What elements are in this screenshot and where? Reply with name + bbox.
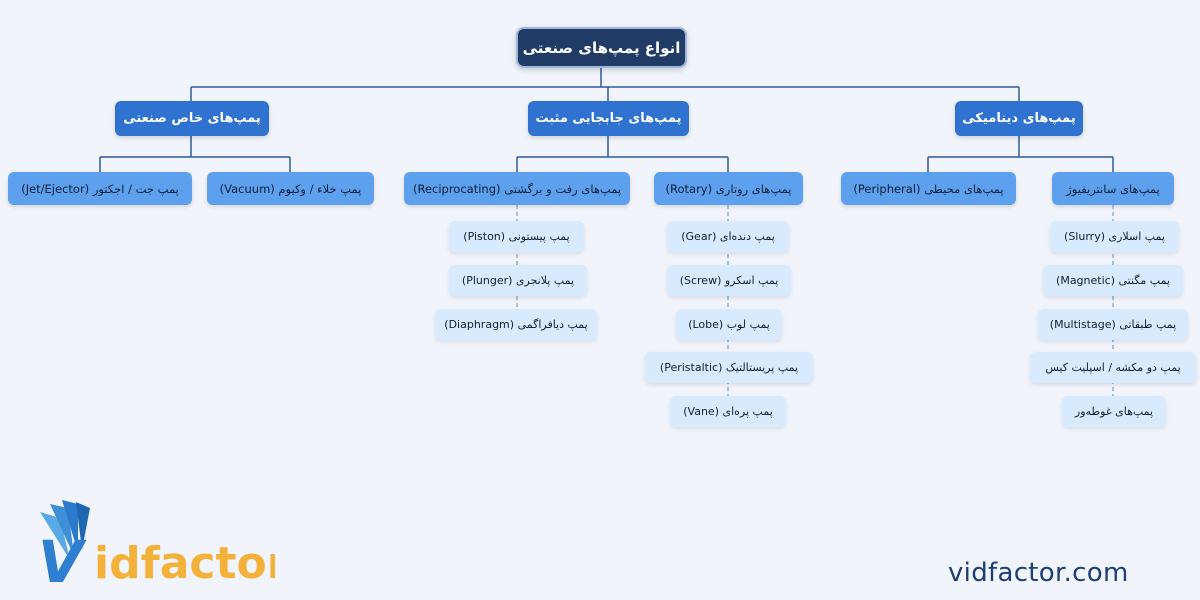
- sub-vacuum: پمپ خلاء / وکیوم (Vacuum): [207, 172, 374, 205]
- diagram-root-title: انواع پمپ‌های صنعتی: [516, 27, 687, 68]
- leaf-piston: پمپ پیستونی (Piston): [449, 221, 584, 252]
- logo-wings-icon: [40, 500, 90, 560]
- category-dynamic-pumps: پمپ‌های دینامیکی: [955, 101, 1083, 136]
- leaf-magnetic: پمپ مگنتی (Magnetic): [1043, 265, 1183, 296]
- sub-jet-ejector: پمپ جت / اجکتور (Jet/Ejector): [8, 172, 192, 205]
- sub-centrifugal: پمپ‌های سانتریفیوژ: [1052, 172, 1174, 205]
- svg-text:idfactor: idfactor: [94, 538, 275, 589]
- website-url: vidfactor.com: [948, 558, 1129, 588]
- sub-reciprocating: پمپ‌های رفت و برگشتی (Reciprocating): [404, 172, 630, 205]
- leaf-screw: پمپ اسکرو (Screw): [667, 265, 791, 296]
- leaf-slurry: پمپ اسلاری (Slurry): [1050, 221, 1179, 252]
- leaf-vane: پمپ پره‌ای (Vane): [670, 396, 786, 427]
- leaf-plunger: پمپ پلانجری (Plunger): [449, 265, 587, 296]
- leaf-diaphragm: پمپ دیافراگمی (Diaphragm): [435, 309, 597, 340]
- leaf-submersible: پمپ‌های غوطه‌ور: [1062, 396, 1166, 427]
- leaf-peristaltic: پمپ پریستالتیک (Peristaltic): [645, 352, 813, 383]
- vidfactor-logo: V idfactor: [38, 500, 275, 590]
- leaf-gear: پمپ دنده‌ای (Gear): [667, 221, 789, 252]
- svg-text:V: V: [38, 528, 87, 590]
- category-positive-displacement: پمپ‌های جابجایی مثبت: [528, 101, 689, 136]
- leaf-lobe: پمپ لوب (Lobe): [676, 309, 782, 340]
- sub-peripheral: پمپ‌های محیطی (Peripheral): [841, 172, 1016, 205]
- category-special-pumps: پمپ‌های خاص صنعتی: [115, 101, 269, 136]
- leaf-split-case: پمپ دو مکشه / اسپلیت کیس: [1030, 352, 1196, 383]
- leaf-multistage: پمپ طبقاتی (Multistage): [1038, 309, 1188, 340]
- sub-rotary: پمپ‌های روتاری (Rotary): [654, 172, 803, 205]
